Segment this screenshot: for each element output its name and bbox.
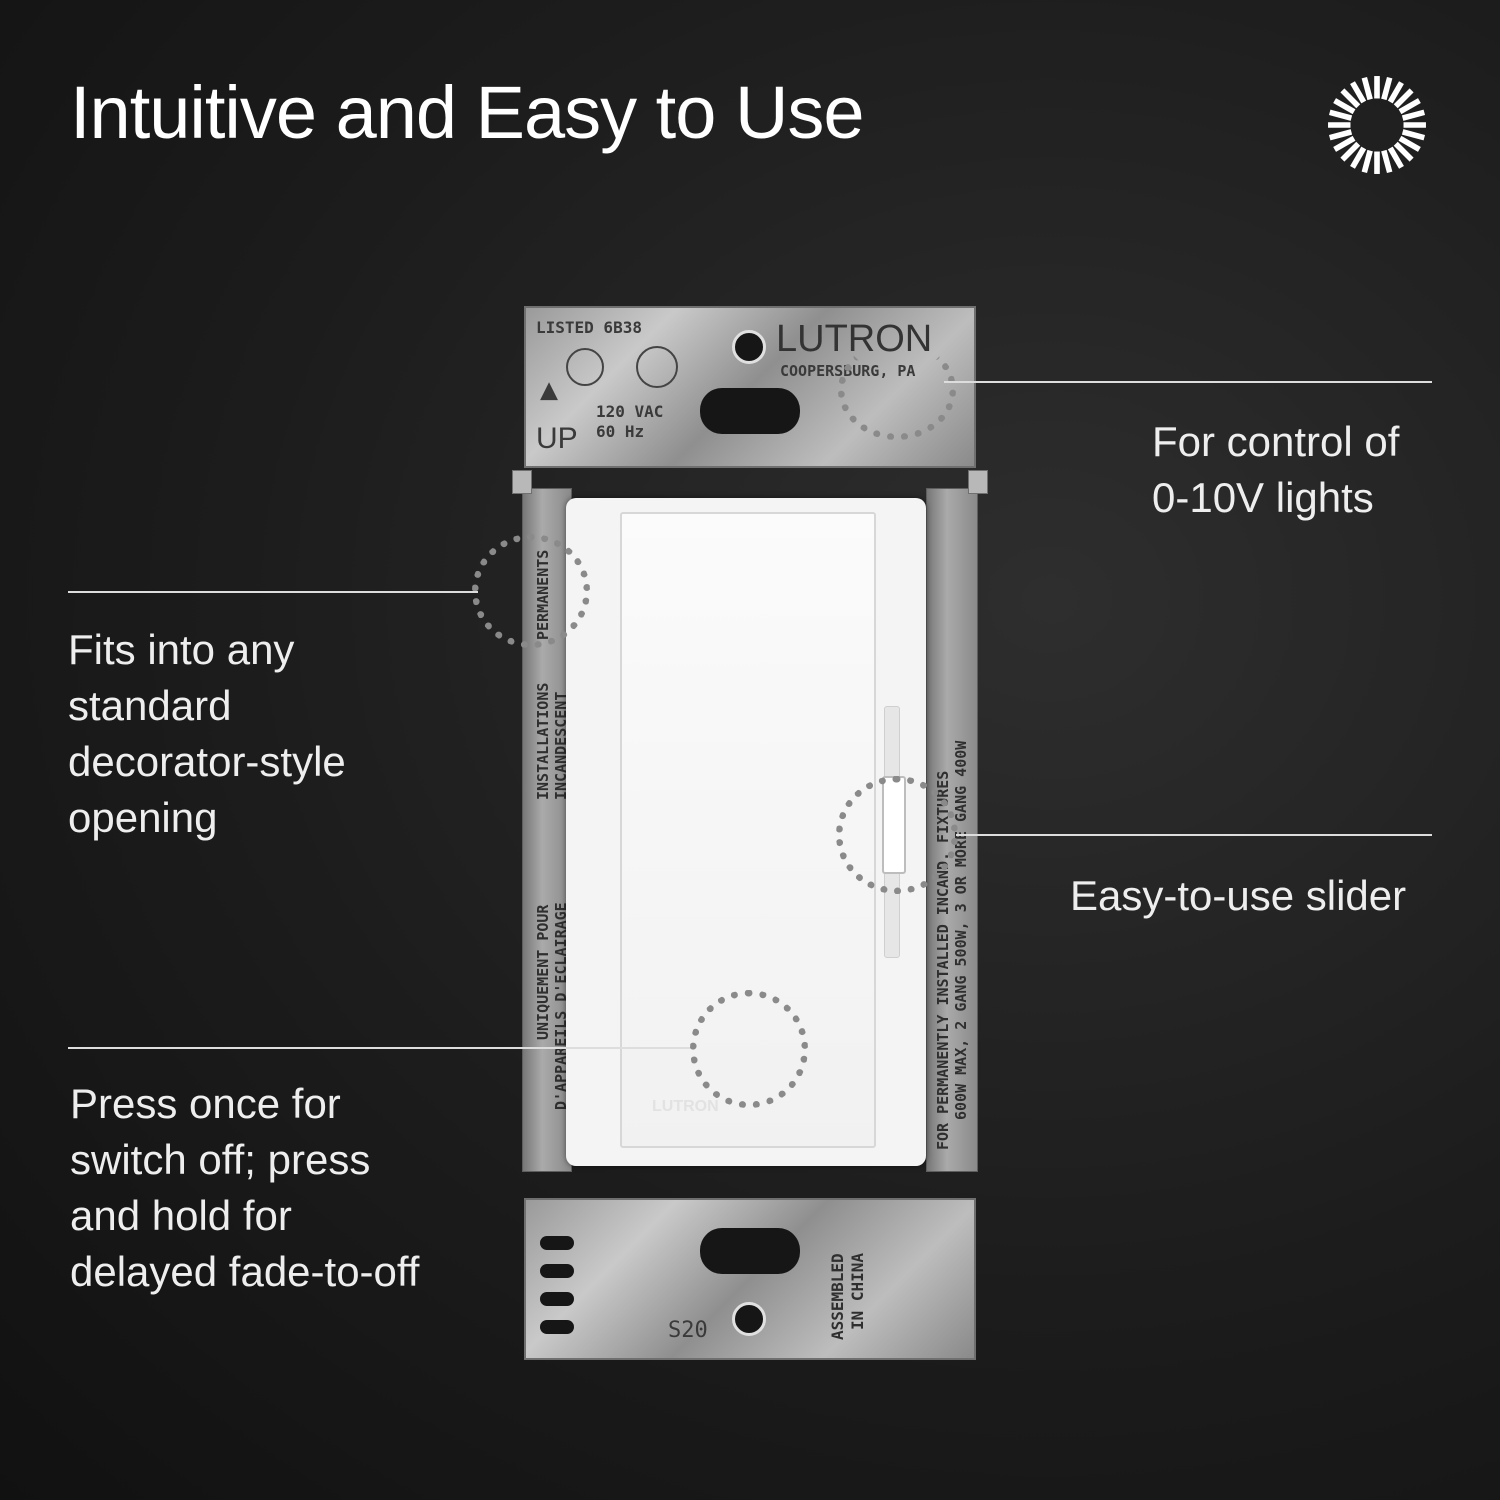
logo-ray <box>1333 98 1356 115</box>
logo-ray <box>1387 146 1404 169</box>
callout-voltage-line-2: 0-10V lights <box>1152 474 1374 521</box>
callout-press-line-1: Press once for <box>70 1080 341 1127</box>
logo-ray <box>1387 81 1404 104</box>
model-stamp: S20 <box>668 1318 708 1343</box>
up-stamp: UP <box>536 422 578 455</box>
logo-ray <box>1340 141 1361 162</box>
csa-mark-icon <box>636 346 678 388</box>
ul-mark-icon <box>566 348 604 386</box>
highlight-ring-voltage <box>838 340 956 440</box>
top-mounting-slot <box>700 388 800 434</box>
logo-ray <box>1381 76 1393 101</box>
leader-line-fits <box>68 591 478 593</box>
highlight-ring-fits <box>472 534 590 648</box>
side-text-left-4: UNIQUEMENT POUR <box>534 904 552 1040</box>
callout-press-line-2: switch off; press <box>70 1136 371 1183</box>
logo-ray <box>1398 98 1421 115</box>
callout-fits: Fits into any standard decorator-style o… <box>68 622 346 846</box>
logo-ray <box>1393 88 1414 109</box>
callout-fits-line-1: Fits into any <box>68 626 295 673</box>
logo-ray <box>1350 81 1367 104</box>
right-tab <box>968 470 988 494</box>
up-arrow-icon: ▲ <box>540 372 559 407</box>
paddle-logo: LUTRON <box>652 1098 719 1115</box>
logo-ray <box>1393 141 1414 162</box>
logo-ray <box>1350 146 1367 169</box>
highlight-ring-paddle <box>690 990 808 1108</box>
logo-ray <box>1381 149 1393 174</box>
logo-ray <box>1361 149 1373 174</box>
logo-ray <box>1398 135 1421 152</box>
callout-slider: Easy-to-use slider <box>1070 868 1406 924</box>
callout-voltage: For control of 0-10V lights <box>1152 414 1399 526</box>
freq-stamp: 60 Hz <box>596 422 645 441</box>
logo-ray <box>1328 109 1353 121</box>
callout-press-line-3: and hold for <box>70 1192 292 1239</box>
logo-ray <box>1401 109 1426 121</box>
side-text-right-2: 600W MAX, 2 GANG 500W, 3 OR MORE GANG 40… <box>952 740 970 1120</box>
bottom-mounting-slot <box>700 1228 800 1274</box>
callout-fits-line-4: opening <box>68 794 218 841</box>
lutron-sunburst-logo-icon <box>1328 76 1426 174</box>
top-screw-hole <box>732 330 766 364</box>
callout-voltage-line-1: For control of <box>1152 418 1400 465</box>
callout-fits-line-2: standard <box>68 682 232 729</box>
highlight-ring-slider <box>836 776 958 894</box>
bottom-screw-hole <box>732 1302 766 1336</box>
listed-label: LISTED 6B38 <box>536 318 642 337</box>
callout-press: Press once for switch off; press and hol… <box>70 1076 419 1300</box>
callout-fits-line-3: decorator-style <box>68 738 346 785</box>
callout-press-line-4: delayed fade-to-off <box>70 1248 420 1295</box>
logo-ray <box>1340 88 1361 109</box>
logo-ray <box>1328 129 1353 141</box>
leader-line-slider <box>956 834 1432 836</box>
leader-line-voltage <box>944 381 1432 383</box>
assembled-stamp-1: ASSEMBLED <box>828 1253 847 1340</box>
logo-ray <box>1401 129 1426 141</box>
assembled-stamp-2: IN CHINA <box>848 1252 867 1330</box>
leader-line-paddle <box>68 1047 690 1049</box>
page-title: Intuitive and Easy to Use <box>70 71 865 154</box>
callout-slider-line-1: Easy-to-use slider <box>1070 872 1407 919</box>
rating-stamp: 120 VAC <box>596 402 664 421</box>
logo-ray <box>1361 76 1373 101</box>
logo-ray <box>1333 135 1356 152</box>
left-tab <box>512 470 532 494</box>
side-text-left-2: INSTALLATIONS <box>534 682 552 800</box>
